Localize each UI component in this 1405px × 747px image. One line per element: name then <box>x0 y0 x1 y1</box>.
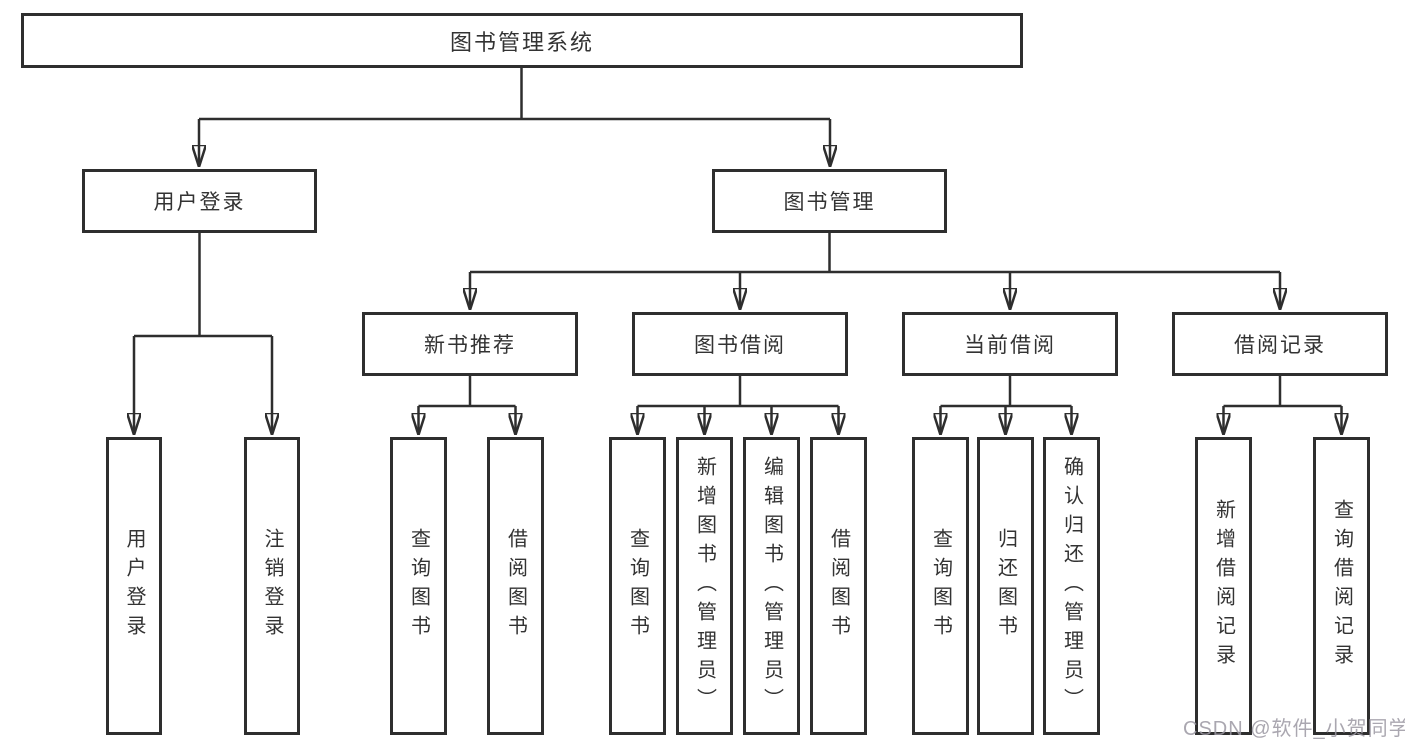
leaf-user-login: 用户登录 <box>106 437 162 735</box>
leaf-add-book-admin-label: 新增图书（管理员） <box>693 455 716 717</box>
leaf-query-book-recommend: 查询图书 <box>390 437 447 735</box>
node-root-label: 图书管理系统 <box>449 29 594 55</box>
node-new-book-recommend-label: 新书推荐 <box>424 334 516 357</box>
node-current-borrowing-label: 当前借阅 <box>964 334 1056 357</box>
node-root-system: 图书管理系统 <box>21 13 1023 68</box>
node-current-borrowing: 当前借阅 <box>902 312 1118 376</box>
node-book-management-label: 图书管理 <box>783 191 876 214</box>
leaf-user-login-label: 用户登录 <box>123 528 145 644</box>
leaf-query-book-current-label: 查询图书 <box>929 528 952 644</box>
node-borrowing-records: 借阅记录 <box>1172 312 1388 376</box>
leaf-query-book-recommend-label: 查询图书 <box>407 528 430 644</box>
connector-currentborrow-leaves <box>941 376 1072 434</box>
leaf-logout: 注销登录 <box>244 437 300 735</box>
leaf-add-book-admin: 新增图书（管理员） <box>676 437 733 735</box>
leaf-borrow-book-recommend-label: 借阅图书 <box>504 528 527 644</box>
leaf-edit-book-admin: 编辑图书（管理员） <box>743 437 800 735</box>
leaf-query-borrow-record-label: 查询借阅记录 <box>1330 499 1353 673</box>
csdn-watermark: CSDN @软件_小贺同学 <box>1183 718 1405 740</box>
node-user-login: 用户登录 <box>82 169 317 233</box>
node-new-book-recommend: 新书推荐 <box>362 312 578 376</box>
leaf-return-book-label: 归还图书 <box>994 528 1017 644</box>
leaf-query-borrow-record: 查询借阅记录 <box>1313 437 1370 735</box>
node-book-management: 图书管理 <box>712 169 947 233</box>
connector-bookmgmt-to-modules <box>470 233 1280 309</box>
connector-bookborrow-leaves <box>638 376 839 434</box>
leaf-query-book-borrow: 查询图书 <box>609 437 666 735</box>
leaf-query-book-current: 查询图书 <box>912 437 969 735</box>
leaf-borrow-book: 借阅图书 <box>810 437 867 735</box>
node-user-login-label: 用户登录 <box>153 191 246 214</box>
leaf-logout-label: 注销登录 <box>261 528 283 644</box>
node-book-borrowing: 图书借阅 <box>632 312 848 376</box>
leaf-borrow-book-label: 借阅图书 <box>827 528 850 644</box>
leaf-return-book: 归还图书 <box>977 437 1034 735</box>
leaf-add-borrow-record-label: 新增借阅记录 <box>1212 499 1235 673</box>
connector-userlogin-leaves <box>134 233 272 434</box>
leaf-add-borrow-record: 新增借阅记录 <box>1195 437 1252 735</box>
node-book-borrowing-label: 图书借阅 <box>694 334 786 357</box>
leaf-query-book-borrow-label: 查询图书 <box>626 528 649 644</box>
leaf-borrow-book-recommend: 借阅图书 <box>487 437 544 735</box>
leaf-confirm-return-admin: 确认归还（管理员） <box>1043 437 1100 735</box>
node-borrowing-records-label: 借阅记录 <box>1234 334 1326 357</box>
connector-root-to-level2 <box>199 68 830 166</box>
leaf-edit-book-admin-label: 编辑图书（管理员） <box>760 455 783 717</box>
connector-newbook-leaves <box>419 376 516 434</box>
leaf-confirm-return-admin-label: 确认归还（管理员） <box>1060 455 1083 717</box>
connector-records-leaves <box>1224 376 1342 434</box>
